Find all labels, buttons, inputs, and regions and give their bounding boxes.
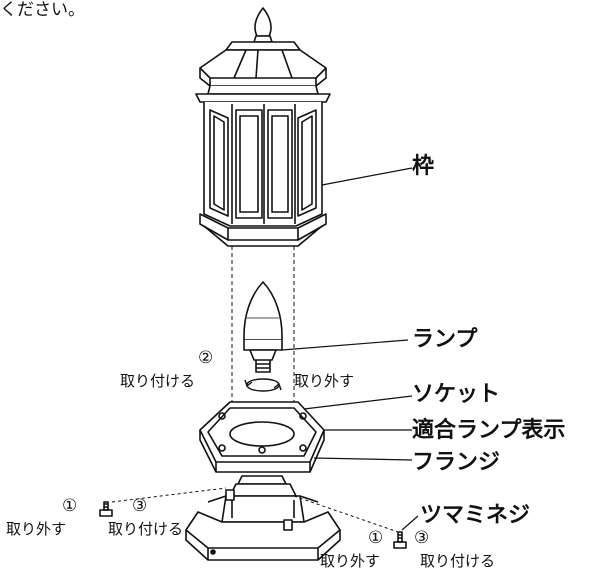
label-lamp-indicator: 適合ランプ表示 [412,418,566,443]
step-number-3-right: ③ [414,528,430,548]
knob-screw-right [393,531,407,549]
step-number-3-left: ③ [132,496,148,516]
frame-base-ring [199,213,327,247]
label-frame: 枠 [412,154,435,179]
frame-guide-lines [231,246,295,418]
step-remove-left: 取り外す [6,520,67,538]
step-attach-left: 取り付ける [108,520,184,538]
label-knob-screw: ツマミネジ [420,503,531,528]
finial [253,7,273,43]
rotation-arrow [244,378,282,392]
step-attach-right: 取り付ける [420,552,496,570]
label-flange: フランジ [412,450,501,475]
step-attach-lamp: 取り付ける [120,372,196,390]
step-remove-right: 取り外す [320,552,381,570]
base [185,475,341,561]
step-number-1-left: ① [62,496,78,516]
flange-leader-line [313,457,413,461]
lamp-leader-line [281,339,409,351]
knob-guide-lines [111,487,399,533]
top-instruction-text: ください。 [0,0,85,20]
step-number-2-lamp: ② [198,348,214,368]
knob-screw-left [99,501,113,517]
step-number-1-right: ① [368,528,384,548]
frame-body [203,102,323,227]
label-lamp: ランプ [412,327,478,352]
lamp-bulb [243,281,283,373]
roof [195,41,331,103]
frame-leader-line [321,167,413,186]
label-socket: ソケット [412,382,501,407]
knob-leader-line [401,515,419,531]
step-remove-lamp: 取り外す [294,372,355,390]
flange [199,401,325,473]
